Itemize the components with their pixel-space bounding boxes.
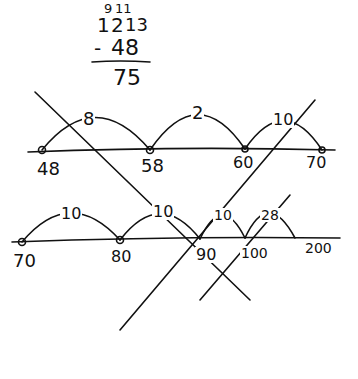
handwritten-number: 58 [140, 157, 165, 175]
handwritten-number: 60 [232, 155, 254, 171]
handwritten-number: 48 [36, 160, 61, 178]
handwritten-number: 90 [195, 247, 217, 263]
handwritten-number: 10 [60, 206, 82, 222]
handwritten-number: - [93, 38, 102, 58]
handwritten-number: 48 [110, 37, 140, 59]
handwritten-number: 70 [12, 252, 37, 270]
handwritten-number: 200 [304, 241, 333, 255]
handwritten-number: 8 [82, 110, 95, 128]
handwritten-number: 1 [96, 15, 111, 35]
handwritten-number: 2 [191, 104, 204, 122]
handwritten-number: 2 [110, 15, 125, 35]
handwritten-number: 10 [152, 204, 174, 220]
handwritten-number: 11 [114, 2, 133, 15]
handwritten-number: 80 [110, 249, 132, 265]
handwritten-number: 10 [213, 208, 233, 222]
handwritten-number: 10 [272, 112, 294, 128]
handwritten-number: 100 [240, 246, 269, 260]
handwritten-number: 13 [124, 16, 149, 34]
handwritten-number: 28 [260, 208, 280, 222]
handwritten-number: 9 [103, 2, 113, 15]
handwritten-number: 75 [112, 67, 142, 89]
handwritten-number: 70 [305, 155, 327, 171]
